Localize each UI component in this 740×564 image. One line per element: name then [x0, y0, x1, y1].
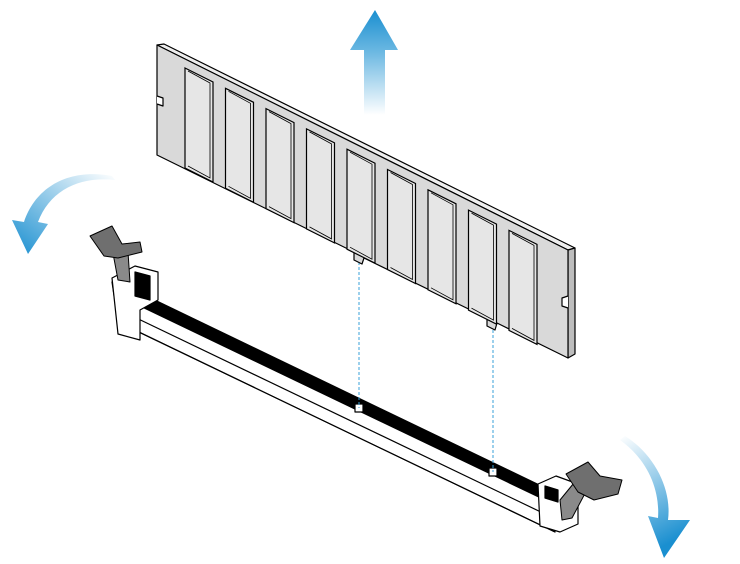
memory-chip: [305, 127, 336, 244]
memory-chip: [467, 209, 498, 326]
left-slot-end: [111, 265, 159, 341]
memory-chip-bevel: [471, 212, 494, 321]
memory-chip: [265, 107, 295, 224]
memory-chip-bevel: [390, 172, 413, 281]
dimm-slot: [111, 281, 556, 533]
memory-chip-bevel: [430, 192, 454, 301]
memory-chips: [184, 67, 538, 346]
left-latch[interactable]: [89, 225, 143, 283]
left-latch-rotate-arrow-icon: [12, 174, 115, 254]
up-arrow-icon: [350, 10, 398, 115]
memory-chip-bevel: [309, 131, 332, 240]
memory-chip: [386, 168, 417, 285]
right-latch[interactable]: [559, 461, 623, 521]
memory-chip: [427, 188, 457, 305]
memory-chip: [346, 148, 376, 265]
alignment-guide-lines: [358, 262, 494, 472]
memory-chip: [224, 87, 255, 204]
memory-chip-bevel: [511, 233, 535, 342]
memory-chip-bevel: [349, 151, 373, 260]
memory-chip-bevel: [187, 70, 211, 179]
right-latch-rotate-arrow-icon: [620, 436, 690, 558]
memory-chip-bevel: [228, 90, 251, 199]
memory-chip-bevel: [268, 111, 292, 220]
memory-chip: [184, 67, 214, 183]
memory-chip: [508, 229, 538, 346]
